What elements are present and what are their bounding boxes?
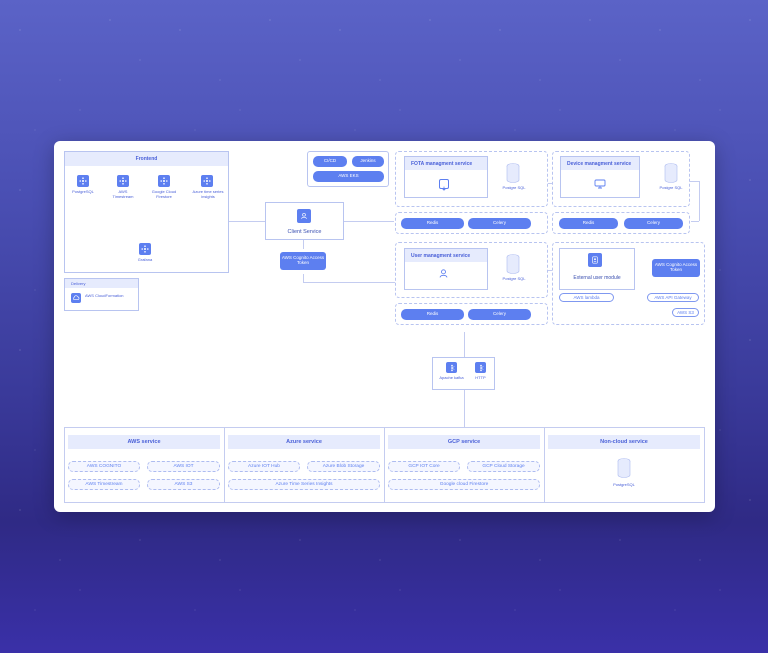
grafana-label: Grafana <box>137 257 153 262</box>
cloud-icon <box>71 293 81 303</box>
jenkins-badge: Jenkins <box>352 156 384 167</box>
fota-db-label: Postgre SQL <box>502 185 526 190</box>
connector <box>464 390 465 427</box>
celery-badge: Celery <box>624 218 683 229</box>
http-label: HTTP <box>475 375 486 380</box>
cicd-badge: CI/CD <box>313 156 347 167</box>
kafka-icon <box>446 362 457 373</box>
gcp-service-title: GCP service <box>388 435 540 449</box>
http-icon <box>475 362 486 373</box>
connector <box>691 221 699 222</box>
cluster-icon <box>201 175 213 187</box>
connector <box>303 282 395 283</box>
aws-s3-badge: AWS S3 <box>672 308 699 317</box>
redis-badge: Redis <box>401 309 464 320</box>
connector <box>303 240 304 249</box>
aws-cognito-item: AWS COGNITO <box>68 461 140 472</box>
azure-service-title: Azure service <box>228 435 380 449</box>
connector <box>344 221 394 222</box>
frontend-panel: Frontend <box>64 151 229 273</box>
fota-service-box[interactable]: FOTA managment service <box>404 156 488 198</box>
architecture-diagram-card: Frontend PostgreSQL AWS Timestream Googl… <box>54 141 715 512</box>
database-icon <box>506 163 520 183</box>
cluster-icon <box>117 175 129 187</box>
cluster-icon <box>158 175 170 187</box>
user-icon <box>439 269 448 278</box>
celery-badge: Celery <box>468 309 531 320</box>
device-db-label: Postgre SQL <box>659 185 683 190</box>
monitor-icon <box>594 179 606 189</box>
fota-icon <box>439 179 449 191</box>
delivery-item: AWS CloudFormation <box>85 293 124 298</box>
azure-tsi-item: Azure Time Series Insights <box>228 479 380 490</box>
aws-iot-item: AWS IOT <box>147 461 220 472</box>
divider <box>544 427 545 503</box>
aws-lambda-badge: AWS lambda <box>559 293 614 302</box>
user-db-label: Postgre SQL <box>502 276 526 281</box>
user-service-box[interactable]: User managment service <box>404 248 488 290</box>
cluster-icon <box>77 175 89 187</box>
frontend-title: Frontend <box>65 152 228 166</box>
connector <box>464 332 465 357</box>
divider <box>224 427 225 503</box>
aws-s3-item: AWS S3 <box>147 479 220 490</box>
azure-blob-storage-item: Azure Blob Storage <box>307 461 380 472</box>
user-title: User managment service <box>405 249 487 262</box>
device-service-box[interactable]: Device managment service <box>560 156 640 198</box>
delivery-title: Delivery <box>65 279 138 288</box>
redis-badge: Redis <box>559 218 618 229</box>
non-cloud-service-title: Non-cloud service <box>548 435 700 449</box>
user-icon <box>297 209 311 223</box>
aws-service-title: AWS service <box>68 435 220 449</box>
frontend-item-label: PostgreSQL <box>72 189 94 194</box>
cognito-token-badge: AWS Cognito Access Token <box>652 259 700 277</box>
connector <box>303 274 304 282</box>
frontend-item-label: Azure time series insights <box>192 189 224 199</box>
connector <box>699 181 700 221</box>
database-icon <box>664 163 678 183</box>
celery-badge: Celery <box>468 218 531 229</box>
aws-timestream-item: AWS Timestream <box>68 479 140 490</box>
database-icon <box>617 458 631 478</box>
cognito-token-badge: AWS Cognito Access Token <box>280 252 326 270</box>
device-title: Device managment service <box>561 157 639 170</box>
eks-badge: AWS EKS <box>313 171 384 182</box>
connector <box>690 181 699 182</box>
non-cloud-db-label: PostgreSQL <box>613 482 635 487</box>
database-icon <box>506 254 520 274</box>
gcp-cloud-storage-item: GCP Cloud Storage <box>467 461 540 472</box>
kafka-label: Apache kafka <box>439 375 464 380</box>
frontend-item-label: Google Cloud Firestore <box>151 189 177 199</box>
azure-iot-hub-item: Azure IOT Hub <box>228 461 300 472</box>
aws-api-gateway-badge: AWS API Gateway <box>647 293 699 302</box>
fota-title: FOTA managment service <box>405 157 487 170</box>
frontend-item-label: AWS Timestream <box>112 189 134 199</box>
divider <box>384 427 385 503</box>
id-card-icon <box>588 253 602 267</box>
client-service-label: Client Service <box>287 229 322 235</box>
connector <box>229 221 265 222</box>
cluster-icon <box>139 243 151 255</box>
gcp-iot-core-item: GCP IOT Core <box>388 461 460 472</box>
gcp-firestore-item: Google cloud Firestore <box>388 479 540 490</box>
redis-badge: Redis <box>401 218 464 229</box>
external-user-module-label: External user module <box>573 275 621 281</box>
